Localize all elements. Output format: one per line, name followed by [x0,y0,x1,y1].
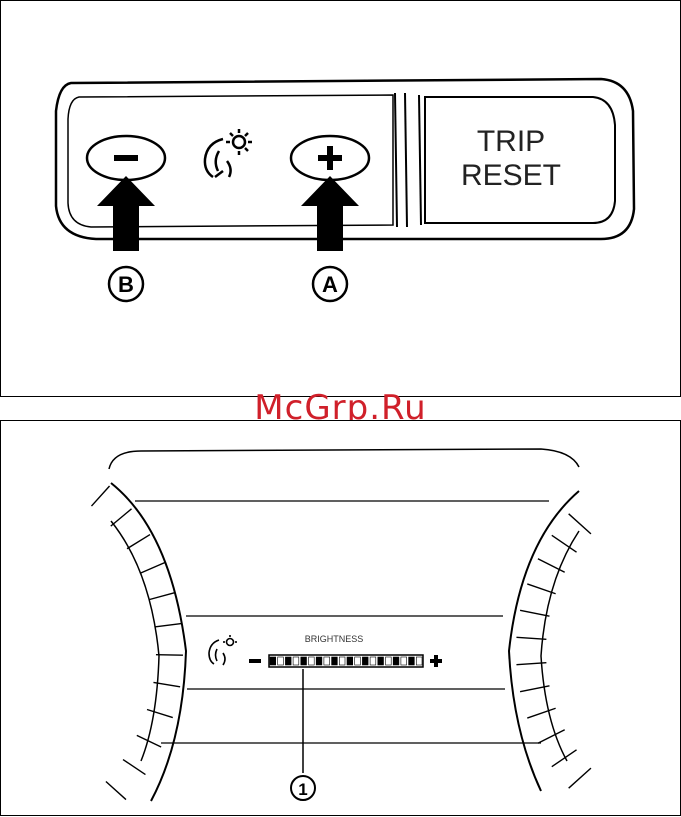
gauge-tick [569,768,591,788]
brightness-plus-button[interactable] [291,136,369,180]
gauge-tick [552,750,577,767]
left-gauge-ticks [91,486,182,800]
brightness-segment [316,657,322,665]
trip-reset-label-line1: TRIP [477,125,545,158]
callout-a: A [313,267,347,301]
brightness-segment [347,657,353,665]
brightness-segment [416,657,422,665]
gauge-tick [527,708,555,718]
gauge-tick [552,535,577,552]
brightness-segment [332,657,338,665]
brightness-segment [393,657,399,665]
illumination-brightness-icon [209,635,237,665]
switch-diagram: TRIP RESET [1,1,681,398]
brightness-segment [293,657,299,665]
brightness-label: BRIGHTNESS [305,634,364,644]
gauge-tick [569,514,591,534]
meter-display-diagram: BRIGHTNESS 1 [1,421,681,817]
callout-1: 1 [291,776,315,800]
meter-display-panel: BRIGHTNESS 1 [0,420,681,816]
brightness-segment [309,657,315,665]
brightness-bar-outline [269,655,423,667]
gauge-tick [516,637,546,639]
plus-icon [430,655,442,667]
brightness-minus-button[interactable] [87,136,165,180]
switch-diagram-panel: TRIP RESET [0,0,681,397]
callout-b: B [109,267,143,301]
brightness-segment [278,657,284,665]
gauge-tick [147,709,173,717]
gauge-tick [149,593,175,600]
brightness-level-bar [269,655,423,667]
gauge-tick [538,730,565,743]
brightness-segment [409,657,415,665]
brightness-segment [378,657,384,665]
minus-icon [249,659,261,663]
brightness-segment [270,657,276,665]
gauge-tick [520,610,549,616]
gauge-tick [156,655,183,656]
gauge-tick [155,624,182,627]
brightness-segment [285,657,291,665]
gauge-tick [106,781,126,799]
svg-text:B: B [118,272,134,297]
svg-text:A: A [322,272,338,297]
brightness-segment [370,657,376,665]
gauge-tick [127,535,150,549]
trip-reset-label-line2: RESET [461,159,561,192]
brightness-segment [386,657,392,665]
brightness-segment [362,657,368,665]
right-gauge-ticks [516,514,590,788]
gauge-tick [91,486,109,506]
minus-icon [114,155,138,161]
gauge-tick [123,760,145,775]
brightness-segment [355,657,361,665]
trip-reset-button[interactable]: TRIP RESET [425,97,615,223]
brightness-segment [339,657,345,665]
brightness-segment [301,657,307,665]
brightness-segment [324,657,330,665]
gauge-tick [140,563,165,574]
gauge-tick [527,584,555,594]
gauge-tick [111,509,132,526]
svg-text:1: 1 [298,780,307,799]
brightness-segment [401,657,407,665]
